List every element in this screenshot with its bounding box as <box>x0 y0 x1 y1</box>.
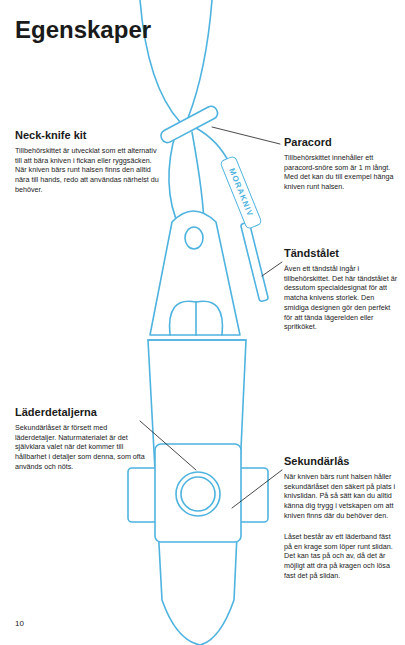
handle-guard <box>195 302 197 335</box>
leader-line <box>232 470 282 508</box>
callout-heading: Paracord <box>284 135 399 150</box>
handle-guard <box>170 301 223 335</box>
knife-handle <box>150 211 240 335</box>
leader-line <box>262 262 282 276</box>
collar-tab <box>128 468 158 522</box>
callout-body: Tillbehörskittet innehåller ett paracord… <box>284 153 400 192</box>
leather-collar <box>155 444 241 542</box>
leader-line <box>140 421 196 470</box>
callout-body: Även ett tändstål ingår i tillbehörskitt… <box>284 264 400 332</box>
sheath-mouth <box>148 339 246 341</box>
callout-body: När kniven bärs runt halsen håller sekun… <box>284 472 400 521</box>
cord-lock <box>159 104 220 145</box>
page-number: 10 <box>15 619 55 630</box>
firesteel-handle: MORAKNIV <box>219 155 262 230</box>
callout-body: Tillbehörskittet är utvecklat som ett al… <box>15 146 165 195</box>
rivet <box>176 472 220 516</box>
rivet <box>181 477 215 511</box>
collar-tab <box>238 468 268 522</box>
brand-text: MORAKNIV <box>227 167 255 218</box>
page-title: Egenskaper <box>15 16 151 45</box>
paracord <box>188 0 212 118</box>
callout-body: Sekundärlåset är försett med läderdetalj… <box>15 423 150 472</box>
callout-heading: Sekundärlås <box>284 454 399 469</box>
paracord <box>169 132 180 228</box>
ferro-rod <box>240 222 268 302</box>
leader-line <box>212 127 280 144</box>
sheath <box>148 340 246 645</box>
callout-heading: Neck-knife kit <box>15 128 175 143</box>
lanyard-hole <box>185 227 203 249</box>
callout-heading: Läderdetaljerna <box>15 405 175 420</box>
callout-body: Låset består av ett läderband fäst på en… <box>284 532 400 581</box>
callout-heading: Tändstålet <box>284 246 399 261</box>
